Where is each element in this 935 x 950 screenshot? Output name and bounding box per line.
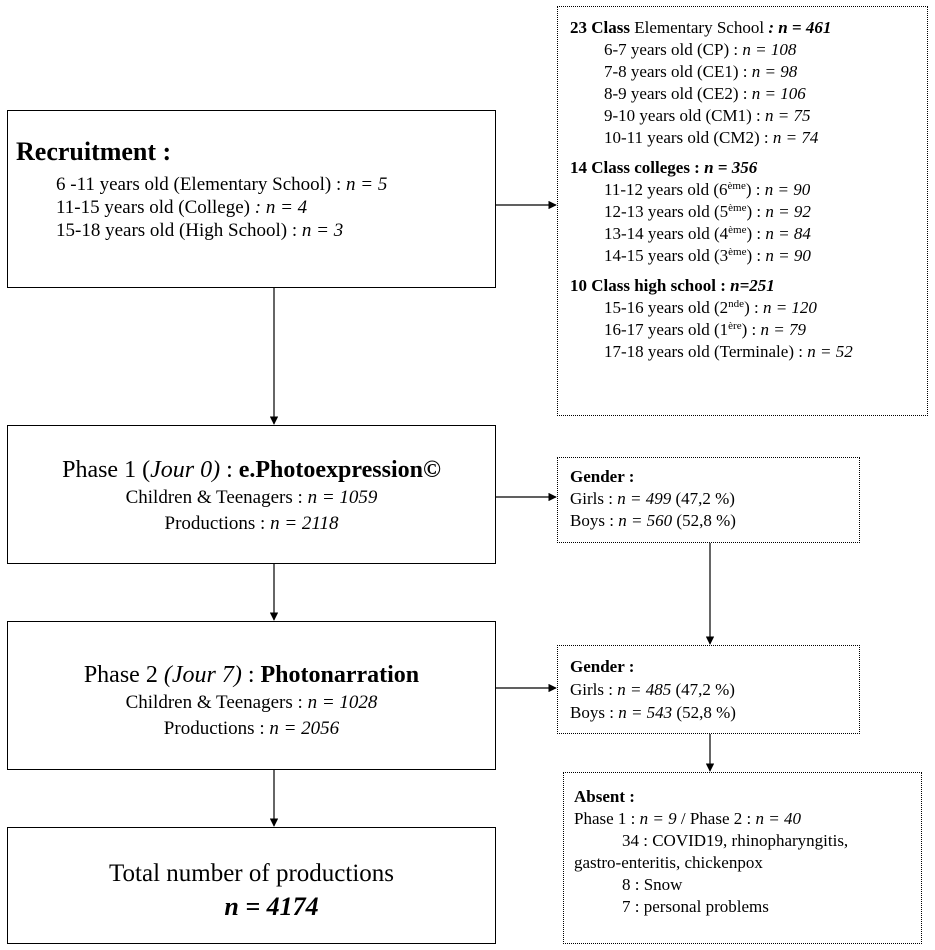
college-row: 12-13 years old (5ème) : n = 92 bbox=[604, 202, 811, 221]
recruitment-row-highschool: 15-18 years old (High School) : n = 3 bbox=[56, 220, 344, 241]
highschool-heading: 10 Class high school : n=251 bbox=[570, 276, 775, 295]
elementary-row: 7-8 years old (CE1) : n = 98 bbox=[604, 62, 798, 81]
total-n: n = 4174 bbox=[224, 892, 319, 921]
recruitment-row-elementary: 6 -11 years old (Elementary School) : n … bbox=[56, 174, 388, 195]
elementary-row: 10-11 years old (CM2) : n = 74 bbox=[604, 128, 819, 147]
absent-box: Absent : Phase 1 : n = 9 / Phase 2 : n =… bbox=[563, 772, 922, 944]
phase2-title: Phase 2 (Jour 7) : Photonarration bbox=[83, 662, 420, 688]
gender2-girls: Girls : n = 485 (47,2 %) bbox=[570, 680, 735, 699]
college-row: 14-15 years old (3ème) : n = 90 bbox=[604, 246, 811, 265]
recruitment-box: Recruitment : 6 -11 years old (Elementar… bbox=[7, 110, 496, 288]
absent-title: Absent : bbox=[574, 787, 635, 806]
gender2-boys: Boys : n = 543 (52,8 %) bbox=[570, 703, 736, 722]
absent-reason-snow: 8 : Snow bbox=[622, 875, 683, 894]
highschool-row: 15-16 years old (2nde) : n = 120 bbox=[604, 298, 817, 317]
phase2-box: Phase 2 (Jour 7) : Photonarration Childr… bbox=[7, 621, 496, 770]
colleges-heading: 14 Class colleges : n = 356 bbox=[570, 158, 758, 177]
phase2-productions: Productions : n = 2056 bbox=[163, 718, 340, 739]
absent-phase-counts: Phase 1 : n = 9 / Phase 2 : n = 40 bbox=[574, 809, 801, 828]
gender1-boys: Boys : n = 560 (52,8 %) bbox=[570, 511, 736, 530]
highschool-row: 17-18 years old (Terminale) : n = 52 bbox=[604, 342, 853, 361]
phase1-box: Phase 1 (Jour 0) : e.Photoexpression© Ch… bbox=[7, 425, 496, 564]
gender2-title: Gender : bbox=[570, 657, 635, 676]
gender1-title: Gender : bbox=[570, 467, 635, 486]
phase1-title: Phase 1 (Jour 0) : e.Photoexpression© bbox=[62, 457, 441, 483]
elementary-row: 6-7 years old (CP) : n = 108 bbox=[604, 40, 797, 59]
college-row: 11-12 years old (6ème) : n = 90 bbox=[604, 180, 811, 199]
total-title: Total number of productions bbox=[109, 860, 394, 887]
elementary-row: 9-10 years old (CM1) : n = 75 bbox=[604, 106, 811, 125]
phase1-children: Children & Teenagers : n = 1059 bbox=[125, 487, 378, 508]
total-box: Total number of productions n = 4174 bbox=[7, 827, 496, 944]
classes-box: 23 Class Elementary School : n = 461 6-7… bbox=[557, 6, 928, 416]
gender1-girls: Girls : n = 499 (47,2 %) bbox=[570, 489, 735, 508]
gender1-box: Gender : Girls : n = 499 (47,2 %) Boys :… bbox=[557, 457, 860, 543]
gender2-box: Gender : Girls : n = 485 (47,2 %) Boys :… bbox=[557, 645, 860, 734]
elementary-heading: 23 Class Elementary School : n = 461 bbox=[570, 18, 832, 37]
highschool-row: 16-17 years old (1ère) : n = 79 bbox=[604, 320, 806, 339]
recruitment-title: Recruitment : bbox=[16, 137, 172, 166]
absent-reason-illness-cont: gastro-enteritis, chickenpox bbox=[574, 853, 763, 872]
phase2-children: Children & Teenagers : n = 1028 bbox=[125, 692, 378, 713]
absent-reason-illness: 34 : COVID19, rhinopharyngitis, bbox=[622, 831, 849, 850]
college-row: 13-14 years old (4ème) : n = 84 bbox=[604, 224, 811, 243]
absent-reason-personal: 7 : personal problems bbox=[622, 897, 769, 916]
phase1-productions: Productions : n = 2118 bbox=[164, 513, 339, 534]
recruitment-row-college: 11-15 years old (College) : n = 4 bbox=[56, 197, 308, 218]
elementary-row: 8-9 years old (CE2) : n = 106 bbox=[604, 84, 806, 103]
